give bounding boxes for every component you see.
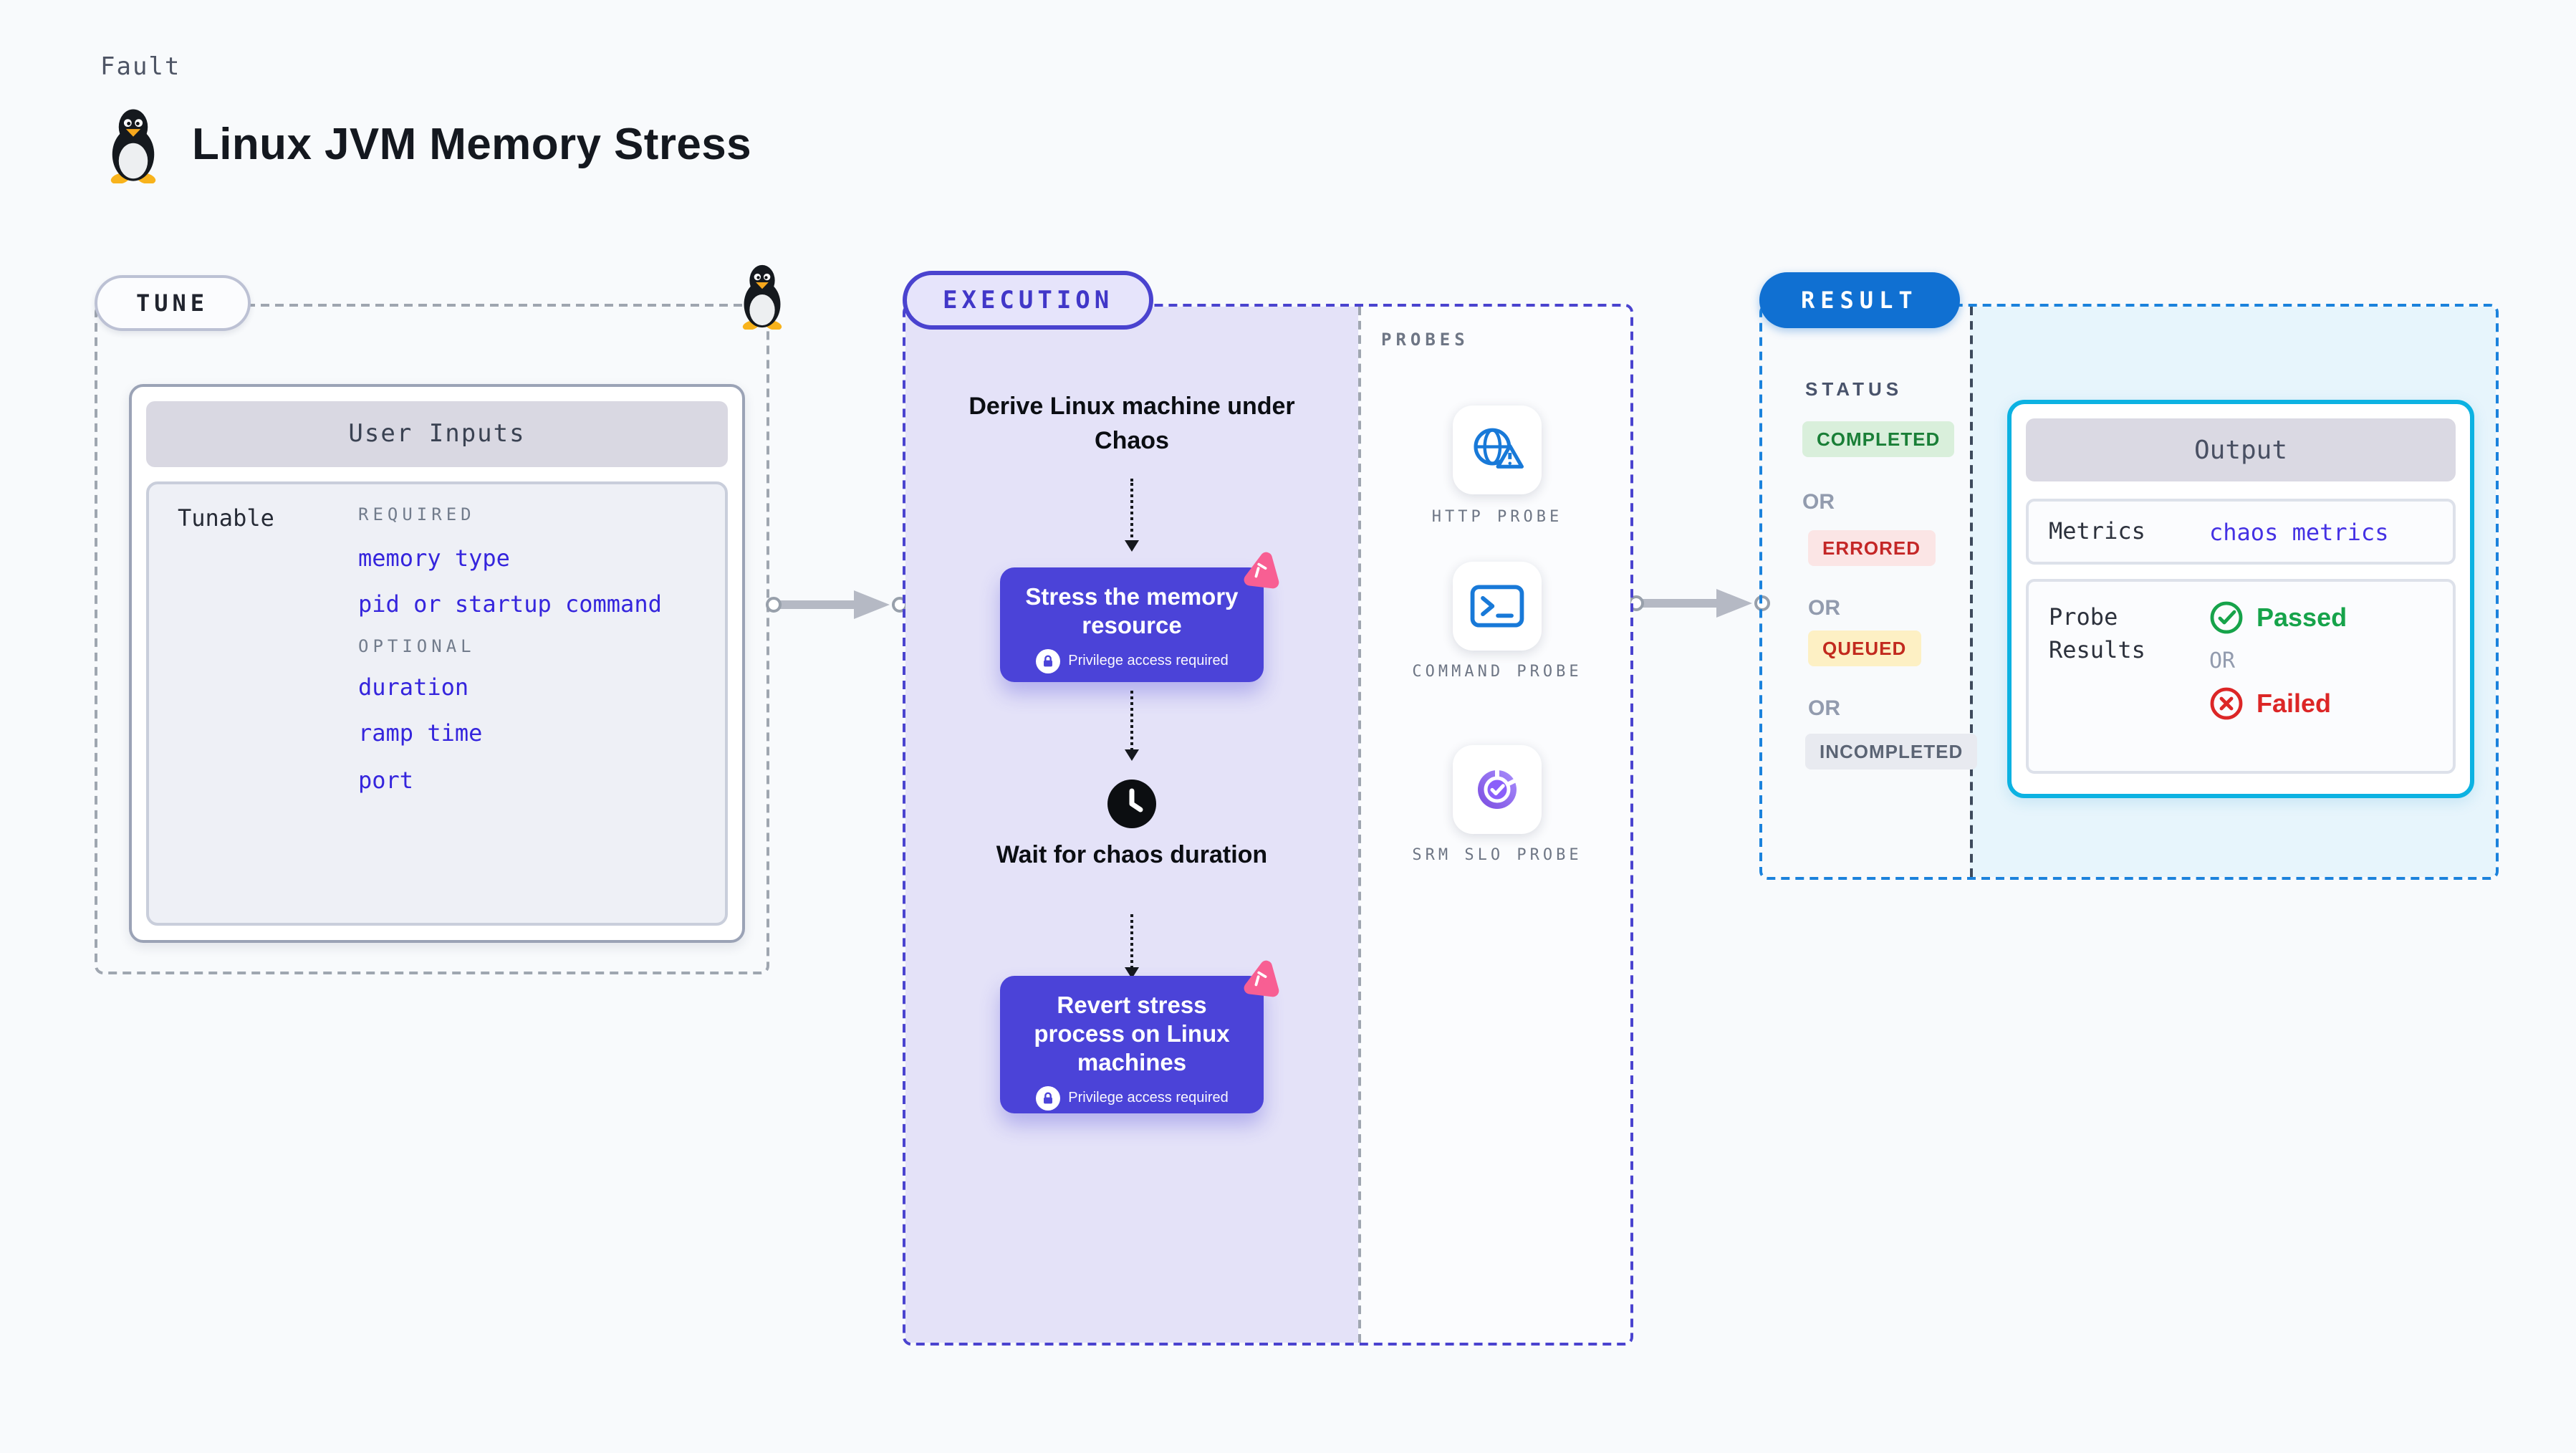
probe-results-values: Passed OR Failed (2209, 600, 2347, 721)
flow-down-arrow-icon (1125, 479, 1139, 552)
user-inputs-title: User Inputs (146, 401, 728, 467)
metrics-label: Metrics (2049, 517, 2145, 545)
probe-results-label: Probe Results (2049, 603, 2145, 664)
tunable-link-duration[interactable]: duration (358, 673, 469, 701)
srm-slo-probe-label: SRM SLO PROBE (1412, 845, 1582, 864)
tux-linux-icon (100, 106, 166, 183)
tune-to-execution-arrow-icon (765, 588, 908, 622)
tunable-link-ramp-time[interactable]: ramp time (358, 719, 483, 747)
tunable-link-memory-type[interactable]: memory type (358, 545, 510, 572)
status-badge-queued: QUEUED (1808, 630, 1921, 666)
lock-icon (1035, 1086, 1060, 1111)
lock-icon (1035, 649, 1060, 674)
terminal-icon (1469, 580, 1526, 632)
privilege-note: Privilege access required (1068, 653, 1229, 670)
status-label: STATUS (1805, 378, 1903, 400)
chaos-pink-icon (1239, 549, 1282, 592)
title-row: Linux JVM Memory Stress (100, 106, 751, 183)
fault-kicker: Fault (100, 53, 181, 82)
pie-check-icon (1469, 764, 1526, 815)
result-section-box: STATUS COMPLETED OR ERRORED OR QUEUED OR… (1759, 304, 2499, 880)
execution-section-box: Derive Linux machine under Chaos Stress … (903, 304, 1633, 1346)
x-circle-icon (2209, 686, 2244, 721)
status-badge-completed: COMPLETED (1802, 421, 1955, 457)
output-title: Output (2026, 418, 2456, 481)
revert-stress-step-card: Revert stress process on Linux machines … (1000, 976, 1264, 1113)
privilege-note: Privilege access required (1068, 1090, 1229, 1107)
srm-slo-probe-card (1453, 745, 1542, 834)
flow-down-arrow-icon (1125, 691, 1139, 761)
execution-to-result-arrow-icon (1628, 586, 1771, 620)
wait-step-text: Wait for chaos duration (996, 841, 1268, 868)
user-inputs-panel: Tunable REQUIRED memory type pid or star… (146, 481, 728, 926)
status-badge-incompleted: INCOMPLETED (1805, 734, 1978, 769)
tunable-link-port[interactable]: port (358, 767, 414, 794)
output-card: Output Metrics chaos metrics Probe Resul… (2007, 400, 2474, 798)
failed-label: Failed (2257, 689, 2332, 717)
tux-linux-icon (734, 262, 791, 330)
chaos-metrics-link[interactable]: chaos metrics (2209, 518, 2389, 545)
privilege-note-row: Privilege access required (1017, 1086, 1246, 1111)
metrics-row: Metrics chaos metrics (2026, 499, 2456, 565)
tunable-label: Tunable (178, 504, 274, 532)
chaos-pink-icon (1239, 957, 1282, 1000)
optional-label: OPTIONAL (358, 636, 476, 656)
status-badge-errored: ERRORED (1808, 530, 1936, 566)
command-probe-label: COMMAND PROBE (1412, 662, 1582, 681)
check-circle-icon (2209, 600, 2244, 635)
or-separator: OR (2209, 648, 2236, 673)
user-inputs-card: User Inputs Tunable REQUIRED memory type… (129, 384, 745, 943)
passed-line: Passed (2209, 600, 2347, 635)
privilege-note-row: Privilege access required (1017, 649, 1246, 674)
execution-badge: EXECUTION (903, 271, 1154, 330)
result-badge: RESULT (1759, 272, 1960, 328)
required-label: REQUIRED (358, 504, 476, 524)
http-probe-label: HTTP PROBE (1431, 507, 1563, 526)
derive-step-text: Derive Linux machine under Chaos (969, 393, 1295, 454)
probe-results-row: Probe Results Passed OR Failed (2026, 579, 2456, 774)
or-separator: OR (1802, 490, 1835, 514)
probes-label: PROBES (1381, 330, 1469, 350)
tune-section-box (95, 304, 769, 974)
http-probe-card (1453, 406, 1542, 494)
or-separator: OR (1808, 696, 1840, 721)
flow-down-arrow-icon (1125, 914, 1139, 979)
tunable-link-pid-or-startup-command[interactable]: pid or startup command (358, 590, 662, 618)
stress-step-title: Stress the memory resource (1025, 585, 1239, 640)
failed-line: Failed (2209, 686, 2347, 721)
passed-label: Passed (2257, 603, 2347, 631)
or-separator: OR (1808, 596, 1840, 620)
page-title: Linux JVM Memory Stress (192, 119, 751, 169)
stress-memory-step-card: Stress the memory resource Privilege acc… (1000, 567, 1264, 682)
revert-step-title: Revert stress process on Linux machines (1034, 993, 1230, 1077)
tune-badge: TUNE (95, 275, 251, 331)
globe-warning-icon (1469, 424, 1526, 476)
clock-icon (1107, 780, 1156, 828)
command-probe-card (1453, 562, 1542, 651)
tunable-inputs-list: REQUIRED memory type pid or startup comm… (358, 502, 662, 812)
